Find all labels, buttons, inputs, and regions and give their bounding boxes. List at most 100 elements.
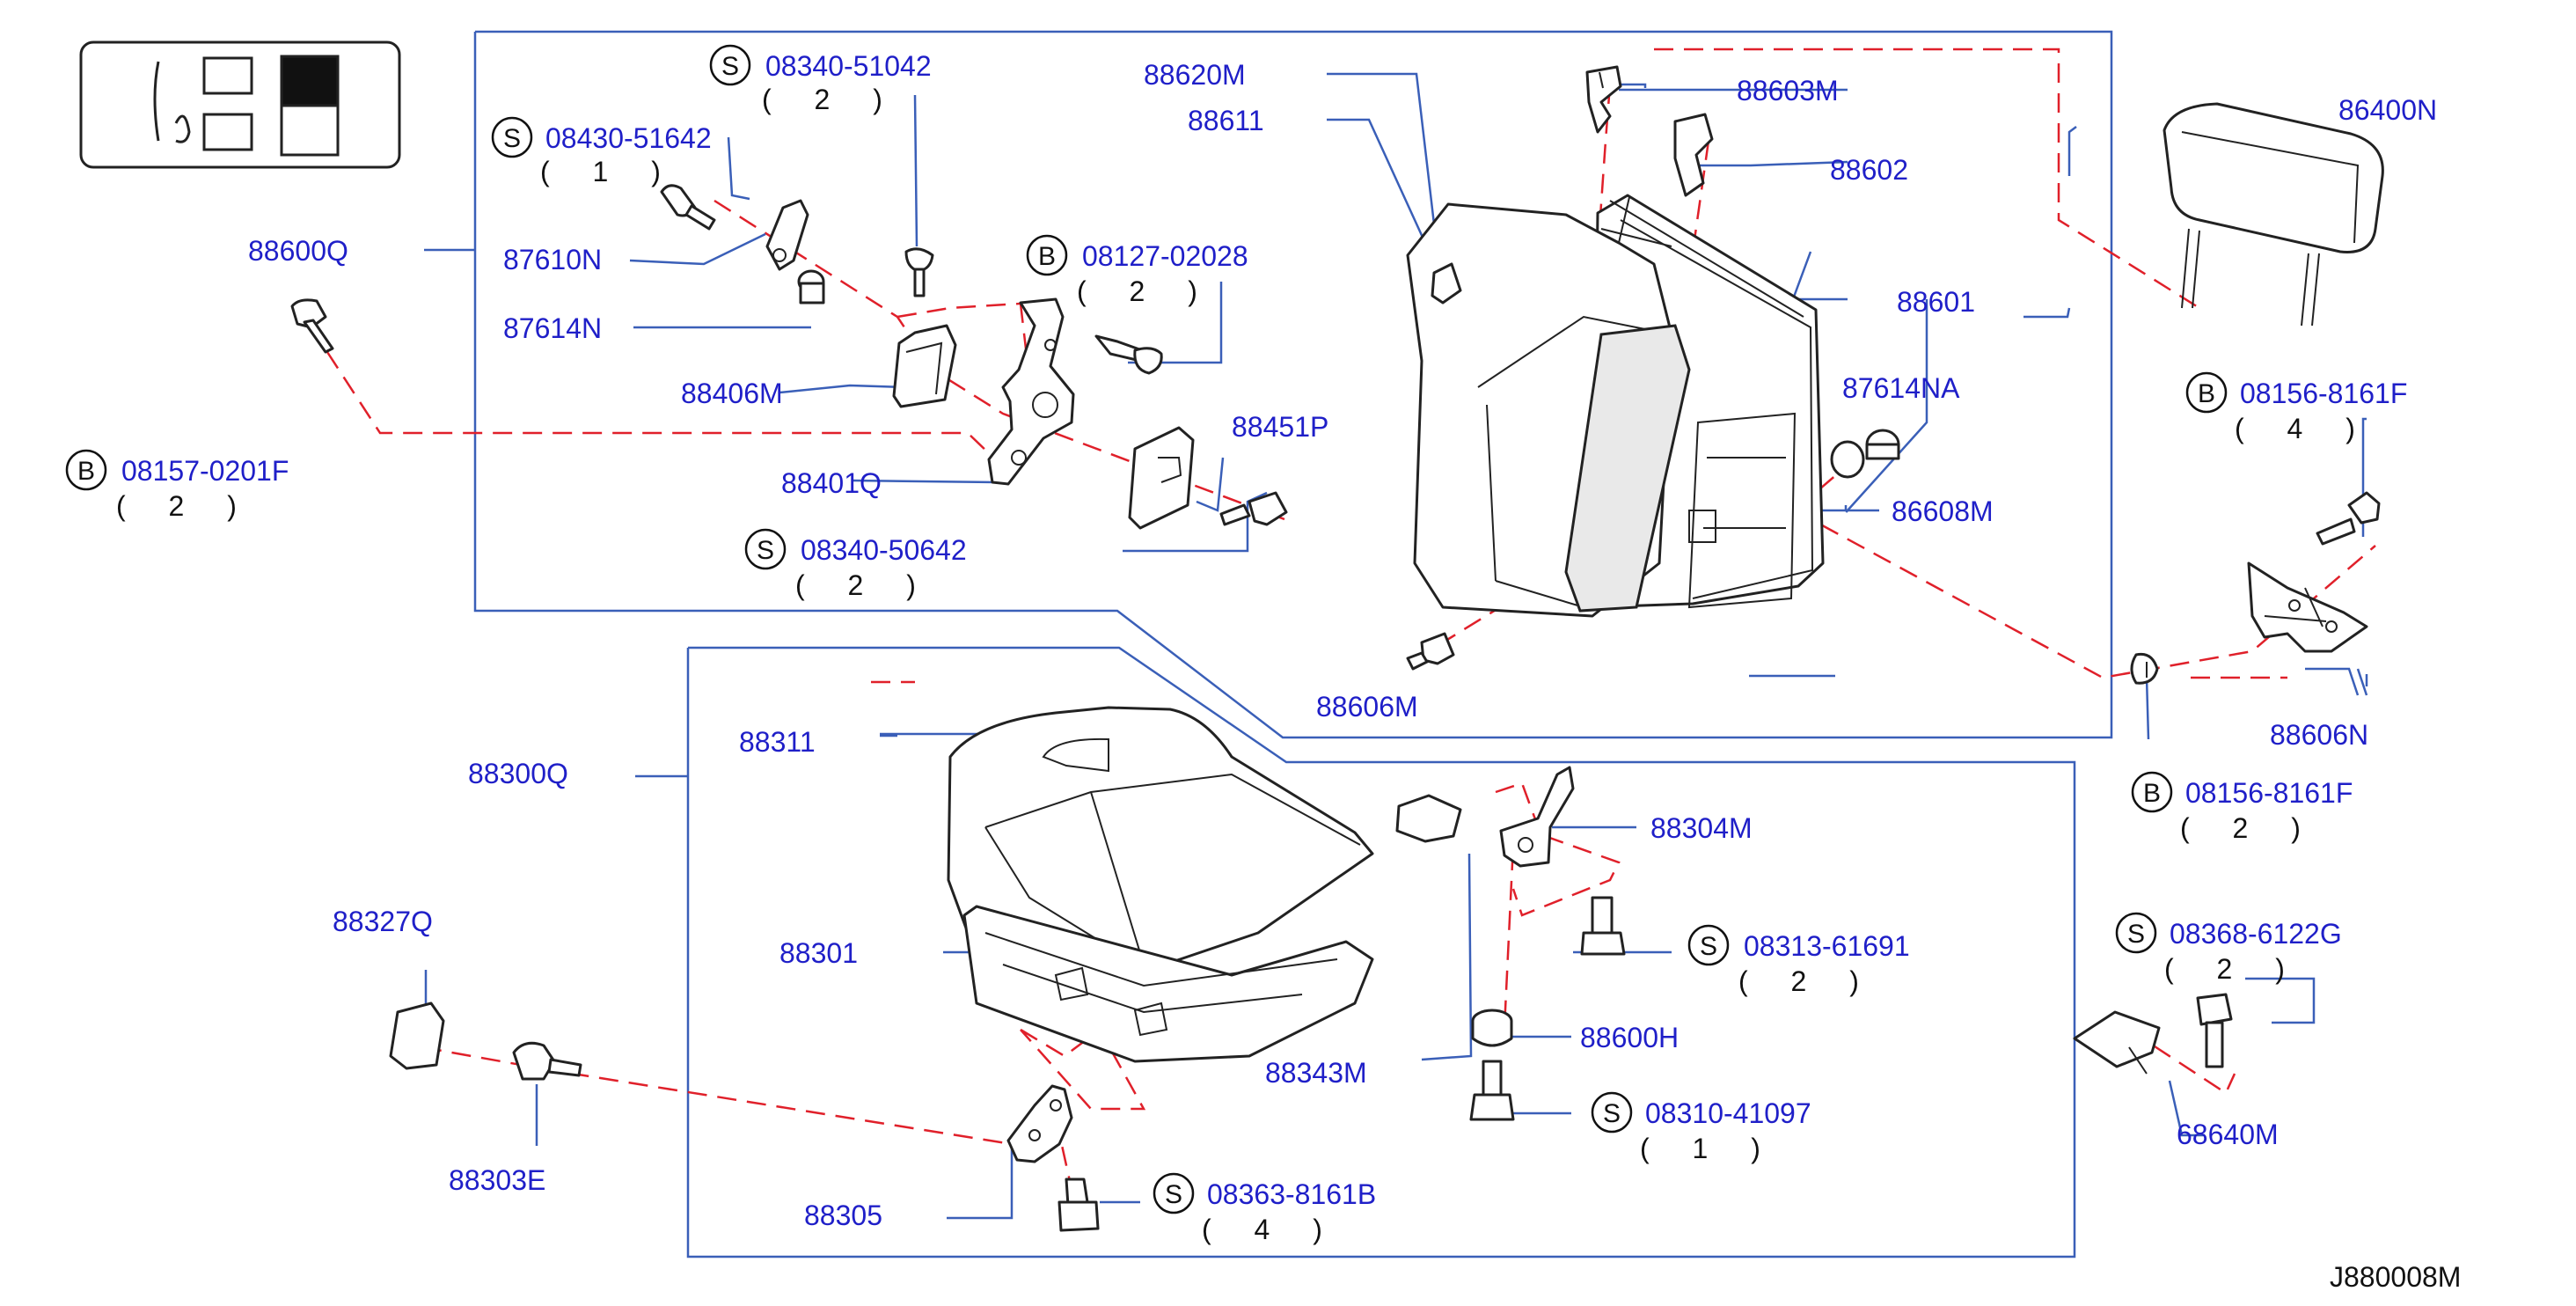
- fastener-callout-08340-51042: S 08340-51042 ( 2 ): [709, 44, 932, 115]
- s-badge: S: [1687, 924, 1730, 966]
- bolt-08156-8161F-upper: [2316, 491, 2381, 546]
- label-88305: 88305: [804, 1200, 882, 1231]
- label-88343M: 88343M: [1265, 1057, 1367, 1089]
- bolt-08363-8161B: [1057, 1178, 1100, 1232]
- cover-88343M: [1395, 794, 1462, 843]
- headrest-86400N: [2163, 102, 2384, 326]
- svg-text:S: S: [1700, 932, 1717, 961]
- fastener-callout-08368-6122G: S 08368-6122G ( 2 ): [2115, 912, 2342, 985]
- bolt-08430-51642: [660, 184, 716, 231]
- fastener-qty: ( 2 ): [2164, 953, 2302, 985]
- svg-text:B: B: [2198, 379, 2215, 408]
- bushing-88600H: [1471, 1009, 1513, 1047]
- fastener-part-number: 08340-50642: [801, 534, 967, 566]
- bushing-87614NA: [1865, 429, 1900, 460]
- bushing-86608M: [1830, 440, 1865, 479]
- seat-cushion-88301: [947, 706, 1374, 1063]
- label-88611: 88611: [1188, 105, 1264, 136]
- label-88304M: 88304M: [1650, 812, 1753, 844]
- bolt-08127-02028: [1094, 334, 1163, 375]
- svg-text:B: B: [77, 457, 95, 486]
- fastener-qty: ( 2 ): [762, 84, 900, 115]
- svg-text:S: S: [503, 124, 521, 153]
- label-88300Q: 88300Q: [468, 758, 568, 789]
- bolt-08157-0201F: [290, 298, 334, 354]
- fastener-callout-08310-41097: S 08310-41097 ( 1 ): [1591, 1091, 1811, 1164]
- label-88401Q: 88401Q: [781, 467, 882, 499]
- s-badge: S: [1591, 1091, 1633, 1134]
- fastener-part-number: 08430-51642: [545, 122, 712, 154]
- svg-text:B: B: [1038, 242, 1056, 271]
- fastener-callout-08127-02028: B 08127-02028 ( 2 ): [1026, 234, 1248, 307]
- fastener-qty: ( 2 ): [795, 569, 933, 601]
- fastener-qty: ( 4 ): [1202, 1214, 1340, 1245]
- b-badge: B: [1026, 234, 1068, 276]
- part-labels: 88600Q 88620M 88611 87610N 87614N 88406M…: [248, 59, 2437, 1231]
- label-87610N: 87610N: [503, 244, 602, 275]
- headrest-guide-88603M: [1585, 65, 1622, 134]
- fastener-part-number: 08340-51042: [765, 50, 932, 82]
- s-badge: S: [744, 528, 787, 570]
- seat-location-inset: [79, 40, 401, 169]
- svg-text:S: S: [1603, 1099, 1621, 1128]
- bracket-88305: [1006, 1084, 1073, 1163]
- label-88301: 88301: [779, 937, 858, 969]
- svg-text:S: S: [2127, 920, 2145, 949]
- label-88303E: 88303E: [449, 1164, 545, 1196]
- fastener-part-number: 08363-8161B: [1207, 1178, 1376, 1210]
- dashed-relation-lines: [326, 48, 2376, 1198]
- label-68640M: 68640M: [2177, 1119, 2279, 1150]
- fastener-qty: ( 2 ): [2180, 812, 2318, 844]
- svg-text:B: B: [2143, 779, 2161, 808]
- fastener-callout-08156-8161F-4: B 08156-8161F ( 4 ): [2185, 371, 2407, 444]
- fastener-part-number: 08156-8161F: [2240, 378, 2407, 409]
- label-86608M: 86608M: [1892, 495, 1994, 527]
- bolt-08156-8161F-lower: [2130, 652, 2159, 685]
- svg-text:S: S: [721, 52, 739, 81]
- label-88600Q: 88600Q: [248, 235, 348, 267]
- fastener-part-number: 08368-6122G: [2170, 918, 2342, 950]
- fastener-qty: ( 4 ): [2235, 413, 2373, 444]
- fastener-qty: ( 2 ): [1077, 275, 1215, 307]
- label-88606M: 88606M: [1316, 691, 1418, 723]
- label-88311: 88311: [739, 726, 816, 758]
- seat-cushion-group-frame: [686, 646, 2076, 1258]
- lever-87610N: [765, 199, 809, 271]
- screw-08368-6122G: [2196, 993, 2233, 1068]
- label-86400N: 86400N: [2338, 94, 2437, 126]
- label-88600H: 88600H: [1580, 1022, 1679, 1053]
- label-88601: 88601: [1897, 286, 1975, 318]
- label-88603M: 88603M: [1737, 75, 1839, 106]
- fastener-callout-08156-8161F-2: B 08156-8161F ( 2 ): [2131, 771, 2353, 844]
- seat-back-group-frame: [473, 30, 2113, 739]
- bolt-88606M: [1406, 632, 1455, 671]
- label-87614NA: 87614NA: [1842, 372, 1960, 404]
- label-88406M: 88406M: [681, 378, 783, 409]
- label-88620M: 88620M: [1144, 59, 1246, 91]
- b-badge: B: [2131, 771, 2173, 813]
- fastener-qty: ( 2 ): [1738, 965, 1877, 997]
- fastener-part-number: 08156-8161F: [2185, 777, 2353, 809]
- fastener-qty: ( 1 ): [540, 156, 678, 187]
- label-88602: 88602: [1830, 154, 1908, 186]
- svg-text:S: S: [757, 536, 774, 565]
- diagram-code: J880008M: [2330, 1261, 2461, 1293]
- fastener-callout-08430-51642: S 08430-51642 ( 1 ): [491, 116, 712, 187]
- s-badge: S: [1153, 1172, 1195, 1214]
- cover-88451P: [1128, 426, 1195, 530]
- b-badge: B: [65, 449, 107, 491]
- fastener-qty: ( 2 ): [116, 490, 254, 522]
- screw-08340-50642: [1219, 491, 1288, 526]
- label-88606N: 88606N: [2270, 719, 2368, 751]
- hook-88304M: [1499, 766, 1575, 868]
- bushing-87614N: [797, 269, 825, 304]
- s-badge: S: [2115, 912, 2157, 954]
- fastener-callout-08313-61691: S 08313-61691 ( 2 ): [1687, 924, 1910, 997]
- fastener-part-number: 08157-0201F: [121, 455, 289, 487]
- screw-08340-51042: [904, 247, 934, 297]
- cover-88327Q: [389, 1002, 445, 1070]
- label-87614N: 87614N: [503, 312, 602, 344]
- clip-68640M: [2073, 1010, 2161, 1075]
- svg-text:S: S: [1165, 1180, 1182, 1209]
